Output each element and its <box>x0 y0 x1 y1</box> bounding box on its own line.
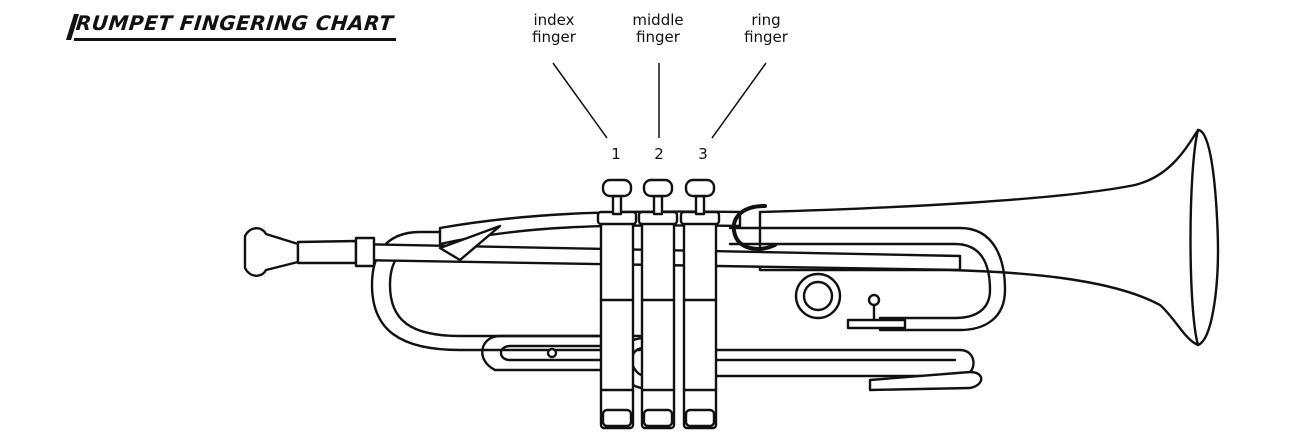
valve-casing-1 <box>599 216 635 430</box>
third-valve-slide <box>688 348 975 378</box>
leader-line-ring <box>711 62 767 139</box>
water-key <box>868 370 983 392</box>
upper-right-loop-inner <box>728 242 992 320</box>
finger-button-1 <box>601 178 633 198</box>
finger-button-3 <box>684 178 716 198</box>
finger-label-ring-line1: ring <box>751 11 781 29</box>
bottom-cap-3 <box>684 408 716 428</box>
coil-inner <box>802 280 834 312</box>
receiver-ring <box>354 236 376 268</box>
title-initial-mark <box>66 14 79 40</box>
bottom-cap-2 <box>642 408 674 428</box>
leader-line-index <box>552 62 608 139</box>
mouthpiece <box>243 227 300 277</box>
valve-stem-3 <box>694 194 706 216</box>
finger-hook <box>731 204 777 251</box>
finger-label-ring-line2: finger <box>744 28 788 46</box>
valve-casing-2 <box>640 216 676 430</box>
valve-number-2: 2 <box>654 145 664 163</box>
first-slide-knob <box>546 347 558 359</box>
finger-label-middle: middle finger <box>608 12 708 46</box>
bottom-cap-1 <box>601 408 633 428</box>
finger-label-middle-line1: middle <box>632 11 684 29</box>
valve-number-3: 3 <box>698 145 708 163</box>
valve-stem-2 <box>652 194 664 216</box>
finger-label-middle-line2: finger <box>636 28 680 46</box>
leader-lines <box>552 62 767 139</box>
valve-number-1: 1 <box>611 145 621 163</box>
bell-rim-inner <box>1189 128 1200 347</box>
first-valve-slide <box>481 334 602 372</box>
slide-ring-right <box>846 318 907 330</box>
coil-outer <box>794 272 842 320</box>
title-underline <box>74 38 396 41</box>
leadpipe-brace <box>438 224 502 262</box>
finger-label-index: index finger <box>504 12 604 46</box>
slide-ring-knob <box>867 293 881 307</box>
trumpet <box>243 128 1220 430</box>
chart-title: RUMPET FINGERING CHART <box>60 8 396 44</box>
upper-right-loop <box>728 226 1007 332</box>
finger-label-ring: ring finger <box>716 12 816 46</box>
valve-casing-3 <box>682 216 718 430</box>
finger-label-index-line2: finger <box>532 28 576 46</box>
mouthpiece-shank <box>296 239 358 265</box>
valve-stem-1 <box>611 194 623 216</box>
finger-label-index-line1: index <box>533 11 575 29</box>
finger-button-2 <box>642 178 674 198</box>
first-slide-inner <box>499 344 602 362</box>
